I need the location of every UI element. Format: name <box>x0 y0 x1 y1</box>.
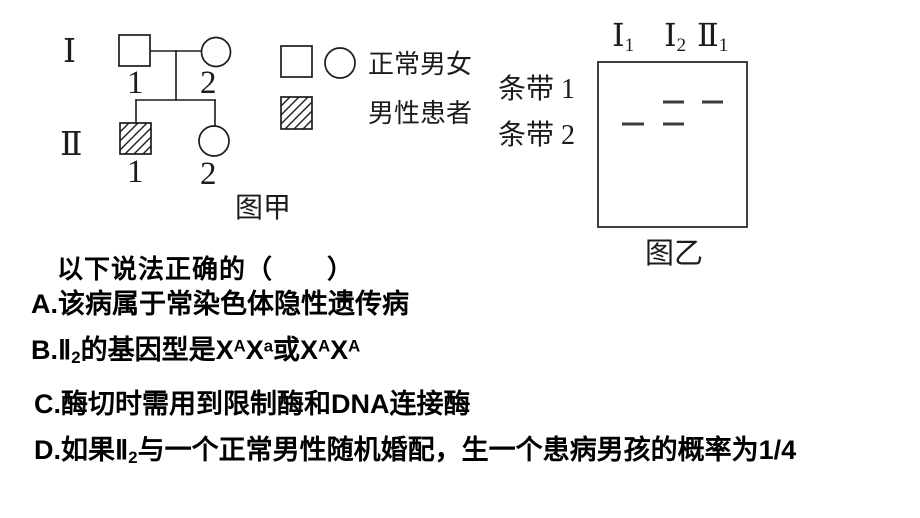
option-d-part: D.如果Ⅱ <box>34 435 129 465</box>
legend-normal-female-symbol <box>324 47 356 79</box>
gel-lane-label-I1: Ⅰ1 <box>612 17 634 56</box>
pedigree-female-I2 <box>200 36 232 68</box>
gel-row-label-band2: 条带 2 <box>498 119 575 151</box>
option-b: B.Ⅱ2的基因型是XAXa或XAXA <box>31 328 360 367</box>
pedigree-affected-male-II1 <box>119 122 152 155</box>
option-d: D.如果Ⅱ2与一个正常男性随机婚配，生一个患病男孩的概率为1/4 <box>34 428 796 467</box>
pedigree-legend: 正常男女 男性患者 <box>280 45 472 130</box>
gel-box <box>597 61 748 228</box>
option-b-subscript: 2 <box>71 348 81 368</box>
option-b-part: X <box>330 335 349 365</box>
generation-I-label: Ⅰ <box>63 34 76 70</box>
figure-yi-caption: 图乙 <box>645 238 703 270</box>
option-c: C.酶切时需用到限制酶和DNA连接酶 <box>34 389 471 419</box>
option-b-superscript: A <box>233 336 246 356</box>
option-d-part: 与一个正常男性随机婚配，生一个患病男孩的概率为1/4 <box>137 435 797 465</box>
question-stem: 以下说法正确的（ ） <box>57 254 355 284</box>
pedigree-number-I1: 1 <box>127 65 144 101</box>
gel-lane-label-II1: Ⅱ1 <box>697 17 728 56</box>
option-b-part: 的基因型是X <box>80 335 234 365</box>
option-b-superscript: A <box>318 336 331 356</box>
legend-affected-male-symbol <box>280 96 313 130</box>
pedigree-number-I2: 2 <box>200 65 217 101</box>
option-b-part: 或X <box>273 335 319 365</box>
legend-normal-label: 正常男女 <box>368 50 472 79</box>
gel-row-label-band1: 条带 1 <box>498 73 575 105</box>
generation-II-label: Ⅱ <box>60 127 82 163</box>
gel-diagram: Ⅰ1 Ⅰ2 Ⅱ1 条带 1 条带 2 图乙 <box>498 17 748 270</box>
option-d-subscript: 2 <box>128 448 138 468</box>
pedigree-number-II1: 1 <box>127 154 144 190</box>
legend-normal-male-symbol <box>280 45 313 78</box>
figures-canvas: Ⅰ Ⅱ 1 2 1 2 图甲 正常男女 男性患者 <box>60 17 748 270</box>
option-b-superscript: a <box>263 336 274 356</box>
pedigree-number-II2: 2 <box>200 156 217 192</box>
figure-jia-caption: 图甲 <box>235 193 291 224</box>
legend-affected-label: 男性患者 <box>368 99 472 128</box>
pedigree-female-II2 <box>198 125 230 157</box>
option-b-part: X <box>245 335 264 365</box>
option-b-part: B.Ⅱ <box>31 335 72 365</box>
option-a: A.该病属于常染色体隐性遗传病 <box>31 289 409 319</box>
gel-lane-label-I2: Ⅰ2 <box>664 17 686 56</box>
pedigree-male-I1 <box>118 34 151 67</box>
pedigree-chart: Ⅰ Ⅱ 1 2 1 2 图甲 <box>60 34 291 224</box>
option-b-superscript: A <box>348 336 361 356</box>
